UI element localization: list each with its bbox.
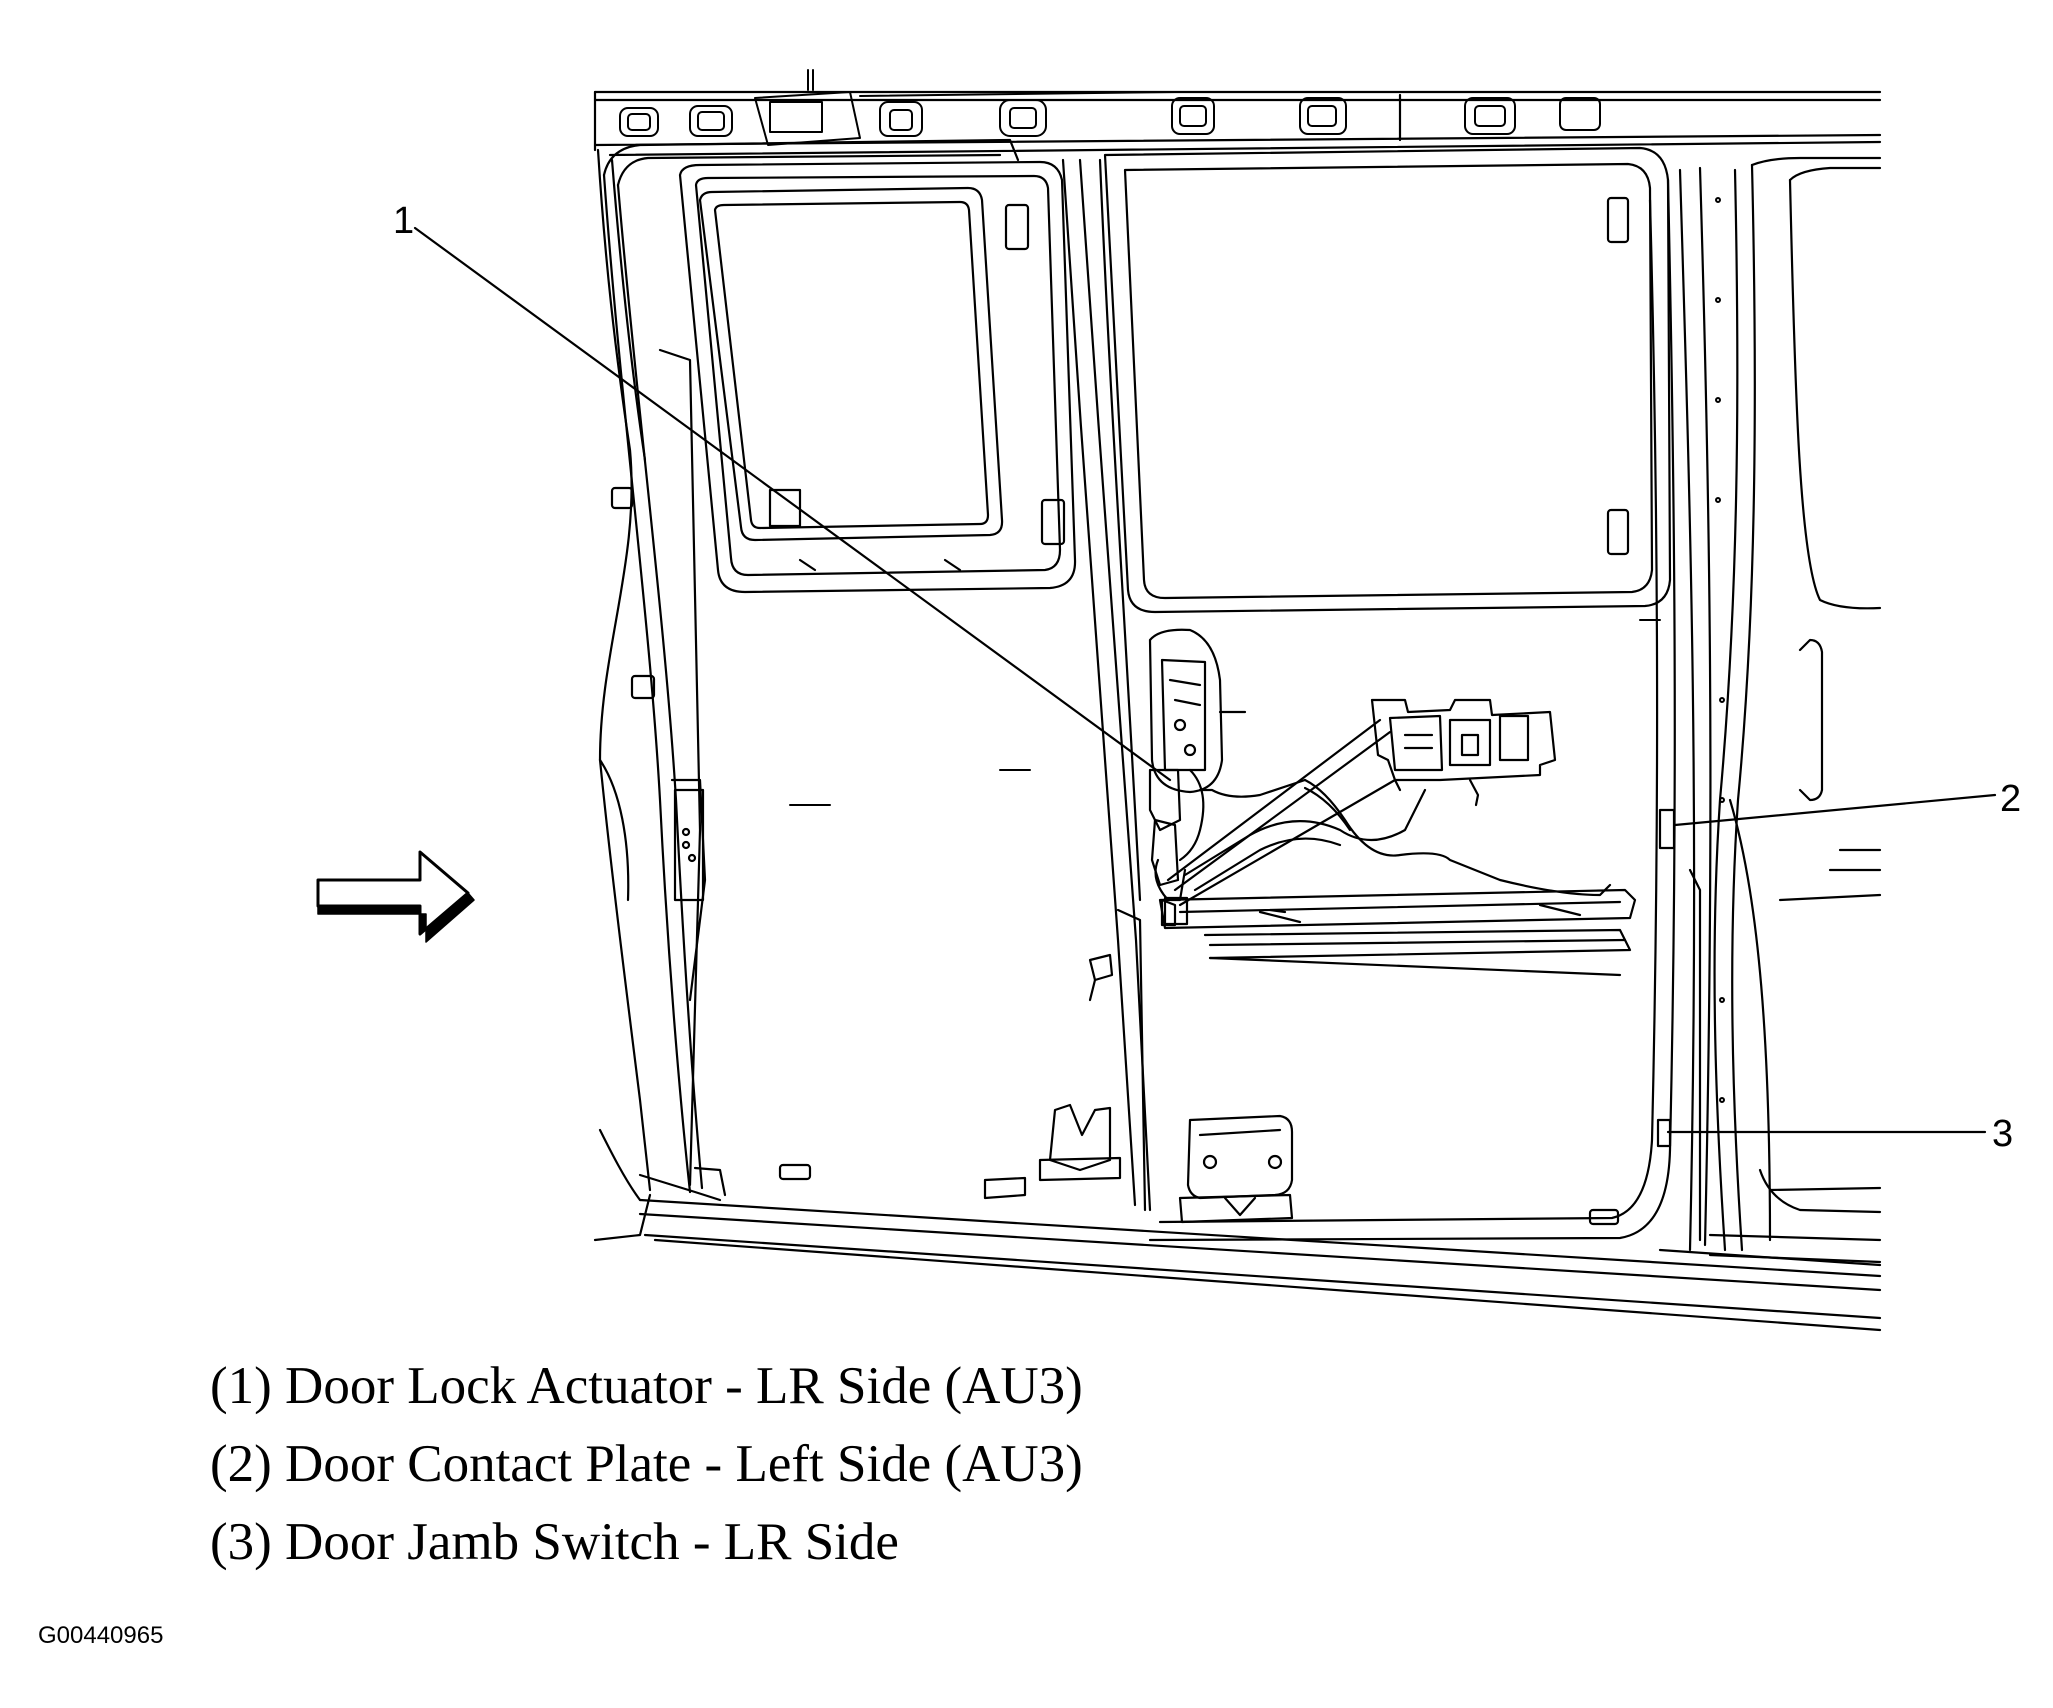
floor-hardware <box>778 953 1620 1226</box>
callout-1-label: 1 <box>393 200 415 242</box>
legend-item-2: (2) Door Contact Plate - Left Side (AU3) <box>210 1435 1083 1493</box>
callout-2-leader <box>1673 793 1997 827</box>
door-opening-front-edge <box>602 138 1020 1202</box>
legend-item-3: (3) Door Jamb Switch - LR Side <box>210 1513 899 1571</box>
roof-clips <box>619 69 1601 146</box>
front-window <box>678 160 1077 594</box>
legend-item-1: (1) Door Lock Actuator - LR Side (AU3) <box>210 1357 1083 1415</box>
callout-3-label: 3 <box>1992 1113 2014 1155</box>
callout-leaders <box>413 226 1997 1148</box>
contact-module <box>1370 698 1557 807</box>
callout-1-leader <box>413 226 1172 782</box>
figure-id: G00440965 <box>38 1622 164 1649</box>
callout-3-target <box>1656 1118 1672 1148</box>
callout-2-target <box>1658 808 1676 850</box>
left-body-pillar <box>593 148 656 1242</box>
rear-door-panel <box>1103 93 1676 1242</box>
door-track <box>1158 888 1637 977</box>
panel-details <box>789 197 1725 1103</box>
door-handle <box>1148 628 1247 794</box>
view-direction-arrow-icon <box>316 850 475 943</box>
lower-sill <box>638 1198 1882 1332</box>
lock-rods-wiring <box>1166 718 1612 907</box>
door-center-seam <box>1061 158 1152 1212</box>
callout-2-label: 2 <box>2000 778 2022 820</box>
rear-body-pillar <box>1678 156 1882 1264</box>
